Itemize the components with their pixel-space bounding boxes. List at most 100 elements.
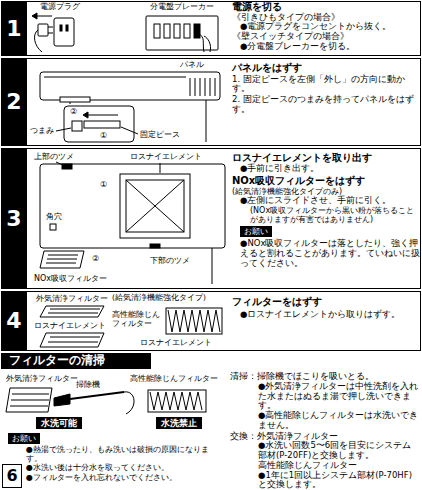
power-plug [48,33,53,34]
step-number-text: 3 [6,206,21,231]
breaker-panel [146,16,218,50]
unit-open [50,224,56,230]
cleaning-illustration [54,394,70,406]
part-label: ロスナイエレメント [130,152,202,161]
cleaning-illustration [6,388,52,412]
step-number: 1 [1,1,27,56]
filter-set [166,308,222,334]
cleaning-illustration [12,394,49,395]
unit-body [215,78,216,96]
filter-set [48,342,98,343]
caution-tag-text: お願い [244,227,268,236]
part-label: パネル [180,60,204,69]
panel-detail [56,106,138,142]
filter-set [40,333,104,347]
unit-body [210,78,211,96]
power-plug [32,13,74,52]
row-frame [2,2,421,351]
unit-open [40,164,225,248]
instruction-text: ●外気清浄フィルターは中性洗剤を入れた水またはぬるま湯で押し洗いできます。 [258,382,420,411]
part-label: 固定ピース [140,130,180,139]
unit-open [40,251,84,268]
unit-body [70,102,71,106]
panel-detail [87,115,118,116]
unit-body [195,78,196,96]
part-label: 外気清浄フィルター [6,374,78,383]
cleaning-illustration [10,406,48,407]
instruction-text: 1. 固定ピースを左側「外し」の方向に動かす。 [232,75,418,95]
step-number: 4 [1,291,27,351]
cleaning-illustration [70,392,124,399]
instruction-text: ●左側にスライドさせ、手前に引く。 [240,196,391,206]
unit-open [126,180,184,232]
part-label: つまみ [30,126,54,135]
instruction-text: 高性能除じんフィルター [258,461,357,471]
cleaning-illustration [150,392,202,410]
section-band: フィルターの清掃 [1,353,151,369]
power-plug [32,13,37,19]
part-label: 分電盤ブレーカー [150,2,214,11]
power-plug [66,25,68,31]
unit-body [40,72,220,142]
row-frame [2,59,421,146]
part-label: 掃除機 [76,380,100,389]
step-heading: パネルをはずす [232,62,302,74]
panel-detail [121,127,138,134]
callout-number: ② [70,107,77,116]
condition-text: (給気清浄機能強化タイプのみ) [232,187,342,196]
step-heading: ロスナイエレメントを取り出す [232,152,372,164]
cleaning-illustration [11,400,49,401]
unit-open [160,163,161,173]
part-label: NOx吸収フィルター [34,274,107,283]
part-label: 下部のツメ [150,256,190,265]
step-number-text: 1 [6,16,21,41]
unit-body [190,78,191,96]
washing-tag-text: 水洗可能 [41,418,77,428]
power-plug [37,16,52,17]
breaker-panel [154,24,160,38]
note-text: (NOx吸収フィルターから黒い粉が落ちることがありますが有害ではありません) [250,206,418,224]
part-label: ロスナイエレメント [140,338,212,347]
caution-tag: お願い [8,433,40,444]
washing-tag: 水洗禁止 [156,417,202,429]
step-number-text: 2 [6,89,21,114]
instruction-text: ●水洗い回数5〜6回を目安にシステム部材(P-20FF)と交換します。 [258,441,420,461]
power-plug [35,30,42,52]
unit-body [60,97,90,102]
part-label: 高性能除じんフィルター [112,310,164,328]
breaker-panel [174,24,180,38]
condition-text: 《壁スイッチタイプの場合》 [232,32,349,42]
cleaning-illustration [124,392,134,414]
power-plug [38,24,48,36]
part-label: 外気清浄フィルター [36,294,108,303]
unit-open [47,259,77,260]
part-label: 角穴 [46,212,62,221]
instruction-text: ●分電盤ブレーカーを切る。 [240,42,355,52]
step-heading: フィルターをはずす [232,296,322,308]
breaker-panel [196,30,204,52]
instruction-text: ●ロスナイエレメントから取りはずす。 [240,310,400,320]
unit-body [40,72,220,100]
power-plug [60,25,62,31]
part-label: (給気清浄機能強化タイプ) [112,294,206,303]
part-label: 上部のツメ [34,152,74,161]
page-number: 6 [2,464,22,488]
unit-open [46,263,76,264]
part-label: 高性能除じんフィルター [130,374,218,383]
callout-number: ② [92,254,99,263]
note-text: ●NOx吸収フィルターは落としたり、強く押えると割れることがあります。ていねいに… [240,239,420,268]
caution-tag: お願い [240,226,272,237]
panel-detail [64,106,134,142]
caution-tag-text: お願い [12,434,36,443]
filter-set [48,313,98,314]
condition-text: 《引きひもタイプの場合》 [232,13,340,23]
note-text: ●熱湯で洗ったり、もみ洗いは破損の原因になります。 [26,445,224,463]
cleaning-illustration [148,390,206,412]
part-label: 電源プラグ [40,2,80,11]
panel-detail [84,121,120,128]
instruction-text: 交換：外気清浄フィルター [230,432,338,442]
note-text: ●水洗い後は十分水を取ってください。 [26,463,224,472]
unit-body [44,77,186,78]
step-number-text: 4 [6,308,21,333]
